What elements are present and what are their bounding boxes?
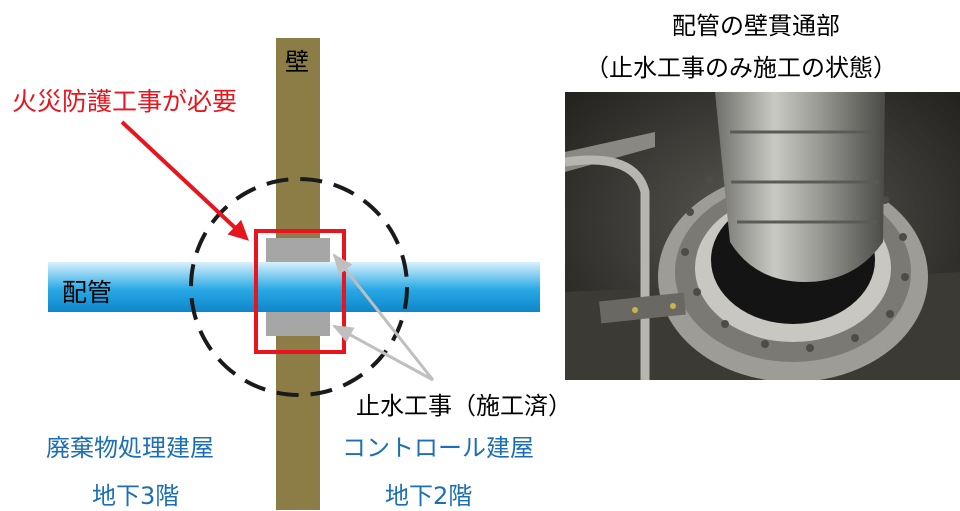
waterstop-label: 止水工事（施工済） <box>356 392 572 420</box>
penetration-diagram <box>48 38 540 510</box>
photo-caption-line2: （止水工事のみ施工の状態） <box>585 54 897 82</box>
water-stop-seal-lower <box>266 312 330 336</box>
waterstop-arrow-lower <box>332 324 434 382</box>
penetration-circle <box>189 177 409 397</box>
fire-protection-arrow <box>120 120 249 241</box>
fire-protection-box <box>254 229 346 354</box>
pipe <box>48 262 540 312</box>
pipe-penetration-photo <box>565 92 960 380</box>
wall-label: 壁 <box>285 48 309 76</box>
left-building-name: 廃棄物処理建屋 <box>46 434 214 462</box>
right-building-floor: 地下2階 <box>385 482 473 510</box>
right-building-name: コントロール建屋 <box>342 434 534 462</box>
fire-protection-label: 火災防護工事が必要 <box>12 87 238 116</box>
waterstop-arrow-upper <box>332 253 435 381</box>
water-stop-seal-upper <box>266 238 330 262</box>
pipe-label: 配管 <box>62 278 113 307</box>
left-building-floor: 地下3階 <box>92 482 180 510</box>
photo-caption-line1: 配管の壁貫通部 <box>672 12 840 40</box>
